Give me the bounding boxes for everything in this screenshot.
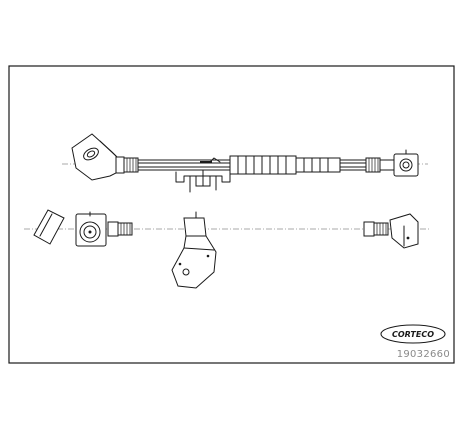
right-crimp-ferrule — [365, 157, 395, 173]
right-ferrule-exploded — [363, 221, 389, 237]
right-banjo-fitting — [393, 149, 419, 177]
hose-assembly-side-view — [62, 133, 428, 193]
left-ferrule-exploded — [107, 221, 133, 237]
component-views — [24, 209, 430, 289]
hose-body-left — [137, 159, 231, 171]
brand-logo-text: CORTECO — [392, 330, 434, 339]
bracket-detail-view — [171, 211, 217, 289]
drawing-frame — [8, 65, 455, 364]
right-fitting-side-view — [389, 213, 419, 249]
part-number: 19032660 — [397, 349, 450, 360]
banjo-fitting-front-view — [75, 211, 107, 247]
left-crimp-ferrule — [123, 157, 139, 173]
mounting-bracket — [175, 157, 231, 193]
corteco-logo: CORTECO — [380, 324, 446, 344]
ribbed-protective-sleeve — [229, 155, 341, 175]
left-angled-fitting — [71, 133, 125, 181]
hose-body-right — [339, 159, 367, 171]
fitting-end-view-tilted — [33, 209, 65, 245]
